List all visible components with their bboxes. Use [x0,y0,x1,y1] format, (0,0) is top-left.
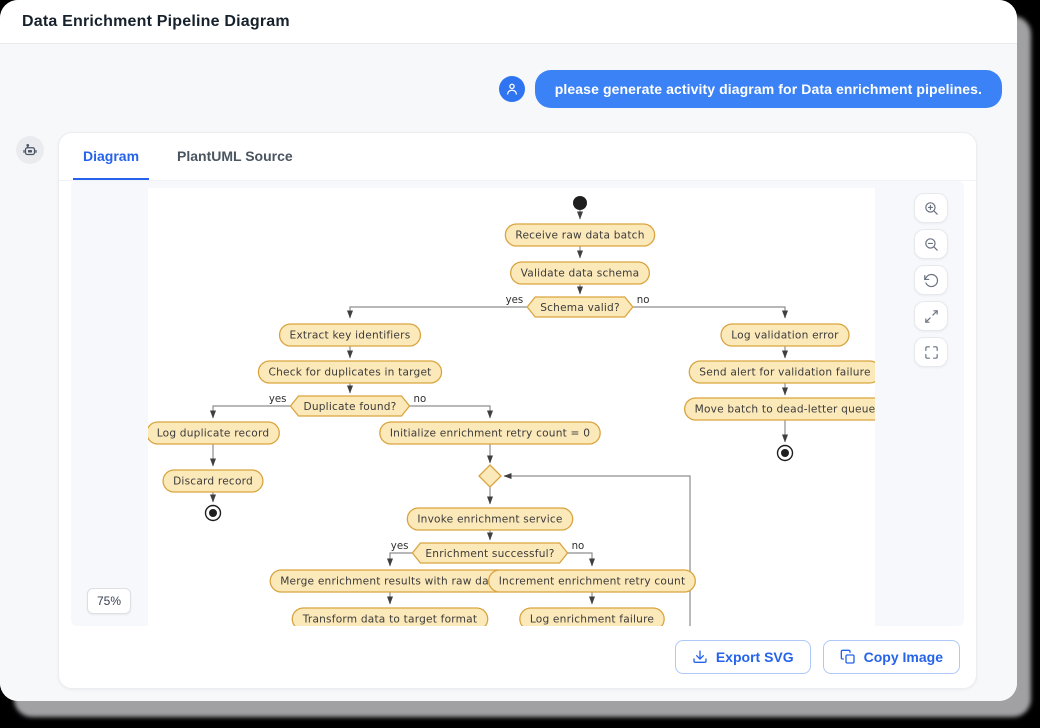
svg-text:yes: yes [391,541,409,552]
tab-plantuml-source[interactable]: PlantUML Source [177,147,293,164]
svg-text:Duplicate found?: Duplicate found? [303,401,396,413]
expand-button[interactable] [914,301,948,331]
svg-text:Validate data schema: Validate data schema [521,268,640,280]
tab-diagram[interactable]: Diagram [73,133,150,180]
diagram-card: Diagram PlantUML Source [58,132,977,689]
activity-node-discard: Discard record [162,469,264,493]
svg-text:Move batch to dead-letter queu: Move batch to dead-letter queue [695,404,875,416]
user-chat-bubble: please generate activity diagram for Dat… [534,70,1002,108]
app-window: Data Enrichment Pipeline Diagram please … [0,0,1017,701]
decision-schema-valid: Schema valid? yes no [506,295,650,318]
diagram-viewer[interactable]: Receive raw data batch Validate data sch… [71,181,964,626]
main-content: please generate activity diagram for Dat… [0,44,1017,701]
reset-view-button[interactable] [914,265,948,295]
zoom-out-icon [924,237,938,251]
svg-text:no: no [572,541,585,552]
svg-text:Log validation error: Log validation error [731,330,839,342]
copy-image-label: Copy Image [863,649,943,665]
activity-node-extract: Extract key identifiers [278,323,422,347]
robot-icon [23,143,37,156]
merge-node [478,464,502,488]
decision-duplicate-found: Duplicate found? yes no [269,394,427,417]
page-title: Data Enrichment Pipeline Diagram [22,12,290,30]
svg-text:yes: yes [269,394,287,405]
activity-diagram: Receive raw data batch Validate data sch… [146,196,887,626]
zoom-controls [914,193,948,367]
svg-text:Log enrichment failure: Log enrichment failure [530,614,654,626]
activity-node-init-retry: Initialize enrichment retry count = 0 [379,421,601,445]
chat-message-row: please generate activity diagram for Dat… [0,44,1017,108]
activity-node-invoke: Invoke enrichment service [406,507,574,531]
activity-node-log-enrichment-failure: Log enrichment failure [519,607,665,626]
diagram-canvas: Receive raw data batch Validate data sch… [146,188,887,626]
export-svg-label: Export SVG [715,649,794,665]
svg-text:Initialize enrichment retry co: Initialize enrichment retry count = 0 [390,428,590,440]
activity-node-validate: Validate data schema [510,261,650,285]
tab-bar: Diagram PlantUML Source [59,133,976,181]
activity-node-send-alert: Send alert for validation failure [688,360,882,384]
copy-icon [840,649,855,664]
svg-text:Send alert for validation fail: Send alert for validation failure [699,367,870,379]
assistant-row: Diagram PlantUML Source [0,132,1017,689]
activity-node-check-duplicates: Check for duplicates in target [257,360,443,384]
svg-text:Schema valid?: Schema valid? [540,302,620,314]
activity-node-increment-retry: Increment enrichment retry count [488,569,696,593]
svg-text:no: no [637,295,650,306]
titlebar: Data Enrichment Pipeline Diagram [0,0,1017,44]
reset-view-icon [923,273,938,287]
fullscreen-button[interactable] [914,337,948,367]
svg-text:Log duplicate record: Log duplicate record [157,428,270,440]
activity-node-move-batch: Move batch to dead-letter queue [683,397,887,421]
activity-node-receive: Receive raw data batch [504,223,656,247]
svg-text:Transform data to target forma: Transform data to target format [302,614,477,626]
fullscreen-icon [924,345,938,359]
user-avatar [498,76,525,102]
download-icon [693,650,707,663]
svg-text:Invoke enrichment service: Invoke enrichment service [417,514,562,526]
svg-text:Discard record: Discard record [173,476,253,488]
zoom-in-button[interactable] [914,193,948,223]
activity-node-merge-results: Merge enrichment results with raw data [269,569,511,593]
end-node-validation-path [776,444,794,462]
end-node-duplicate-path [204,504,222,522]
svg-text:yes: yes [506,295,524,306]
svg-text:Enrichment successful?: Enrichment successful? [425,548,554,560]
svg-text:Receive raw data batch: Receive raw data batch [515,230,644,242]
activity-node-log-duplicate: Log duplicate record [146,421,280,445]
svg-text:Increment enrichment retry cou: Increment enrichment retry count [499,576,686,588]
activity-node-transform: Transform data to target format [291,607,489,626]
svg-text:Extract key identifiers: Extract key identifiers [290,330,411,342]
svg-text:Merge enrichment results with: Merge enrichment results with raw data [280,576,500,588]
card-footer: Export SVG Copy Image [59,626,976,688]
expand-icon [924,309,938,323]
start-node [573,196,587,210]
zoom-out-button[interactable] [914,229,948,259]
bot-avatar [16,136,44,164]
decision-enrichment-successful: Enrichment successful? yes no [391,541,585,564]
copy-image-button[interactable]: Copy Image [822,640,960,674]
activity-node-log-validation-error: Log validation error [720,323,850,347]
zoom-in-icon [924,201,938,215]
export-svg-button[interactable]: Export SVG [674,640,811,674]
svg-text:Check for duplicates in target: Check for duplicates in target [268,367,431,379]
user-icon [506,83,517,95]
svg-text:no: no [414,394,427,405]
zoom-level-badge: 75% [87,588,132,614]
